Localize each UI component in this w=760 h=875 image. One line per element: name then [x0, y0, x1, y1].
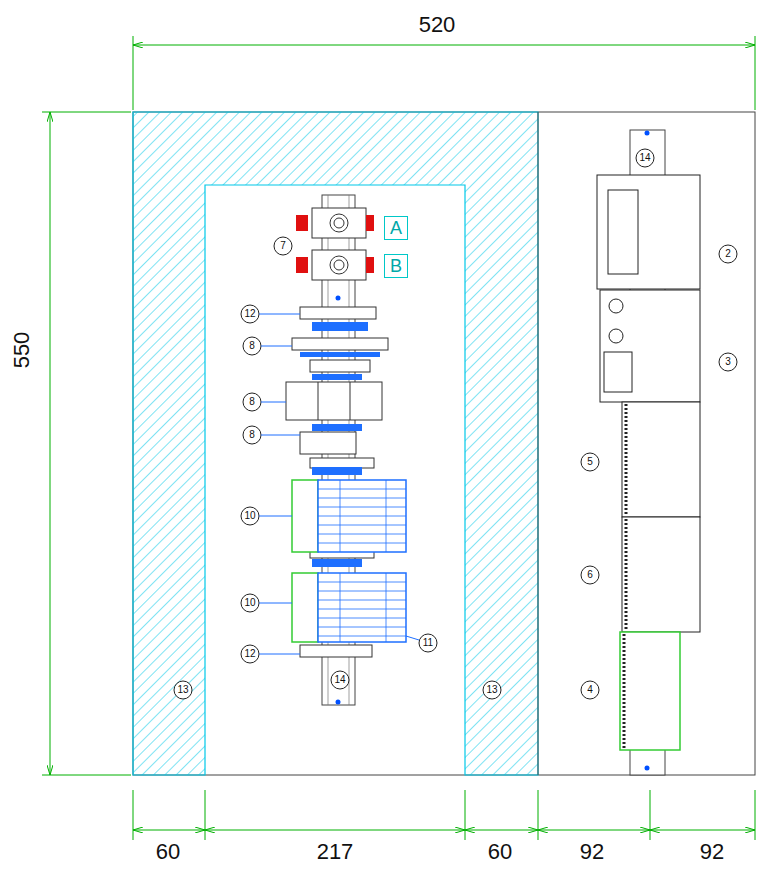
callout-number: 6: [587, 570, 593, 580]
callout-number: 14: [334, 675, 345, 685]
dimension-text: 550: [11, 332, 33, 369]
callout-number: 3: [725, 357, 731, 367]
box-letter: A: [390, 219, 402, 237]
callout-number: 10: [244, 598, 255, 608]
label-box: B: [384, 254, 408, 278]
dimension-text: 60: [156, 841, 180, 863]
callout-number: 13: [486, 685, 497, 695]
dimension-text: 60: [488, 841, 512, 863]
callout-number: 2: [725, 249, 731, 259]
dimension-text: 92: [580, 841, 604, 863]
callout-number: 7: [280, 241, 286, 251]
box-letter: B: [390, 257, 402, 275]
callout-number: 10: [244, 511, 255, 521]
dimension-text: 520: [419, 14, 456, 36]
callout-number: 8: [249, 341, 255, 351]
callout-number: 8: [249, 430, 255, 440]
callout-number: 5: [587, 457, 593, 467]
callout-number: 11: [423, 638, 433, 648]
dimension-text: 92: [700, 841, 724, 863]
callout-number: 12: [244, 649, 255, 659]
callout-number: 4: [587, 685, 593, 695]
callout-number: 12: [244, 309, 255, 319]
callout-number: 8: [249, 397, 255, 407]
callout-number: 13: [177, 685, 188, 695]
dimension-text: 217: [317, 841, 354, 863]
label-box: A: [384, 216, 408, 240]
callout-number: 14: [639, 153, 650, 163]
